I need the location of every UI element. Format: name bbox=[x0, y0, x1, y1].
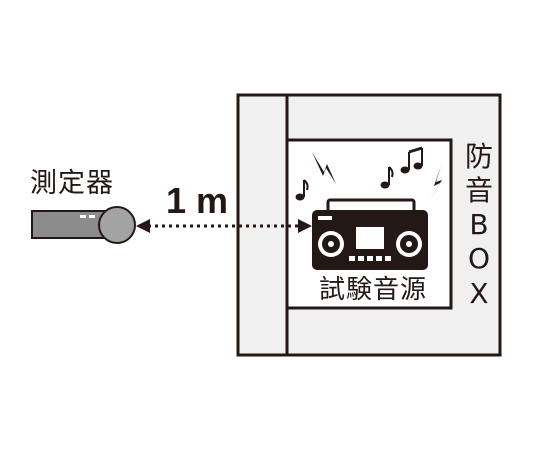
boombox-icon bbox=[312, 198, 428, 270]
distance-arrow bbox=[136, 219, 312, 233]
box-label-char: X bbox=[469, 276, 489, 310]
box-label-char: 音 bbox=[464, 174, 493, 208]
measuring-device-label: 測定器 bbox=[30, 168, 114, 199]
test-sound-source-label: 試験音源 bbox=[318, 275, 427, 305]
lightning-bolt-icon bbox=[430, 166, 442, 200]
sound-level-meter-icon bbox=[31, 206, 136, 244]
music-note-icon bbox=[400, 146, 423, 174]
box-label-char: O bbox=[467, 242, 491, 276]
music-note-icon bbox=[380, 166, 394, 189]
distance-label: 1 m bbox=[166, 180, 229, 221]
soundproof-box-label: 防 音 B O X bbox=[459, 140, 499, 311]
music-note-icon bbox=[295, 179, 309, 201]
box-label-char: B bbox=[469, 208, 489, 242]
box-label-char: 防 bbox=[464, 140, 493, 173]
